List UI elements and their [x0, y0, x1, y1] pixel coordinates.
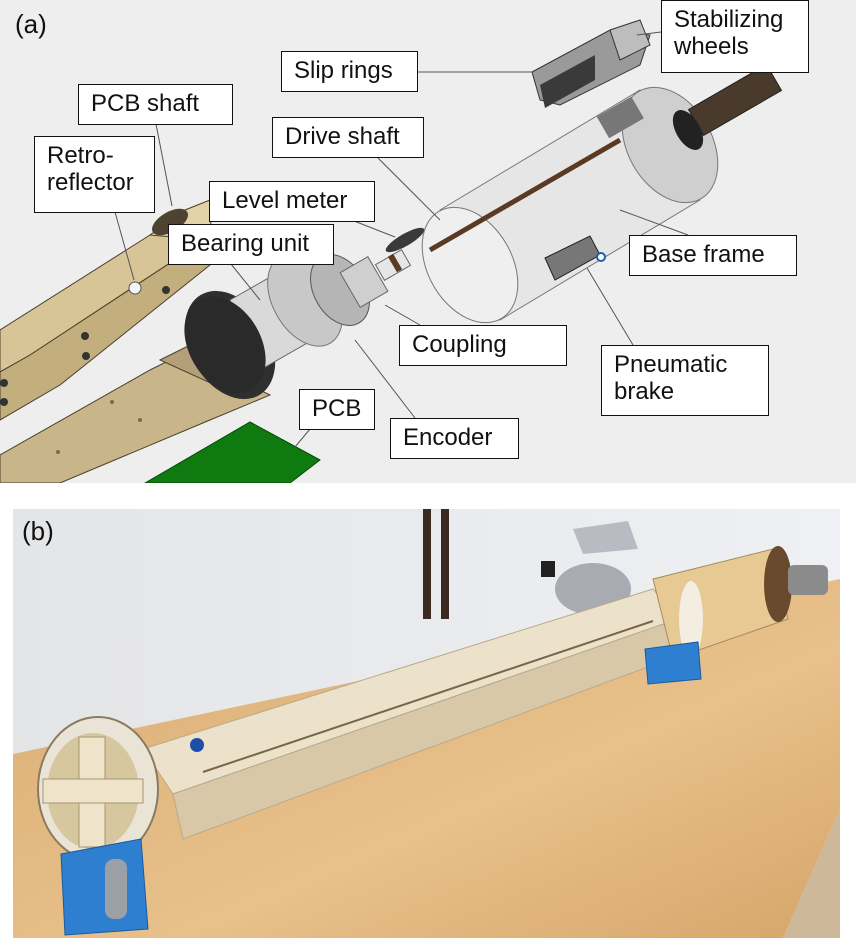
- label-pneumatic-brake: Pneumatic brake: [601, 345, 769, 416]
- slip-rings-part: [531, 19, 651, 108]
- encoder-coupling-part: [310, 249, 412, 326]
- label-stabilizing-wheels-line1: Stabilizing: [674, 6, 784, 33]
- panel-a-exploded-diagram: (a): [0, 0, 856, 483]
- label-pneumatic-brake-line2: brake: [614, 378, 675, 405]
- label-coupling: Coupling: [399, 325, 567, 366]
- label-bearing-unit: Bearing unit: [168, 224, 334, 265]
- label-retro-reflector-line1: Retro-: [47, 142, 114, 169]
- leader-lines: [114, 31, 689, 448]
- retro-reflector-ball-photo: [190, 738, 204, 752]
- label-stabilizing-wheels: Stabilizing wheels: [661, 0, 809, 73]
- photo-illustration: [13, 509, 840, 938]
- label-retro-reflector-line2: reflector: [47, 169, 134, 196]
- panel-a-tag: (a): [15, 9, 47, 39]
- label-pneumatic-brake-line1: Pneumatic: [614, 351, 728, 378]
- label-slip-rings: Slip rings: [281, 51, 418, 92]
- panel-b-tag: (b): [22, 516, 54, 546]
- rear-support-block: [644, 641, 702, 685]
- label-pcb-shaft: PCB shaft: [78, 84, 233, 125]
- front-support-block: [60, 838, 149, 936]
- label-base-frame: Base frame: [629, 235, 797, 276]
- level-meter-part: [385, 227, 425, 253]
- device-assembly: [37, 546, 828, 862]
- panel-b-photograph: (b): [13, 509, 840, 938]
- label-retro-reflector: Retro- reflector: [34, 136, 155, 213]
- motor-part: [672, 63, 783, 150]
- label-drive-shaft: Drive shaft: [272, 117, 424, 158]
- base-frame-part: [421, 86, 719, 324]
- cad-illustration: [0, 19, 783, 483]
- label-stabilizing-wheels-line2: wheels: [674, 33, 749, 60]
- label-encoder: Encoder: [390, 418, 519, 459]
- retro-reflector-ball: [128, 281, 142, 295]
- bearing-unit-part: [184, 253, 343, 400]
- label-pcb: PCB: [299, 389, 375, 430]
- pneumatic-brake-part: [544, 235, 606, 281]
- pcb-board-part: [144, 421, 321, 483]
- label-level-meter: Level meter: [209, 181, 375, 222]
